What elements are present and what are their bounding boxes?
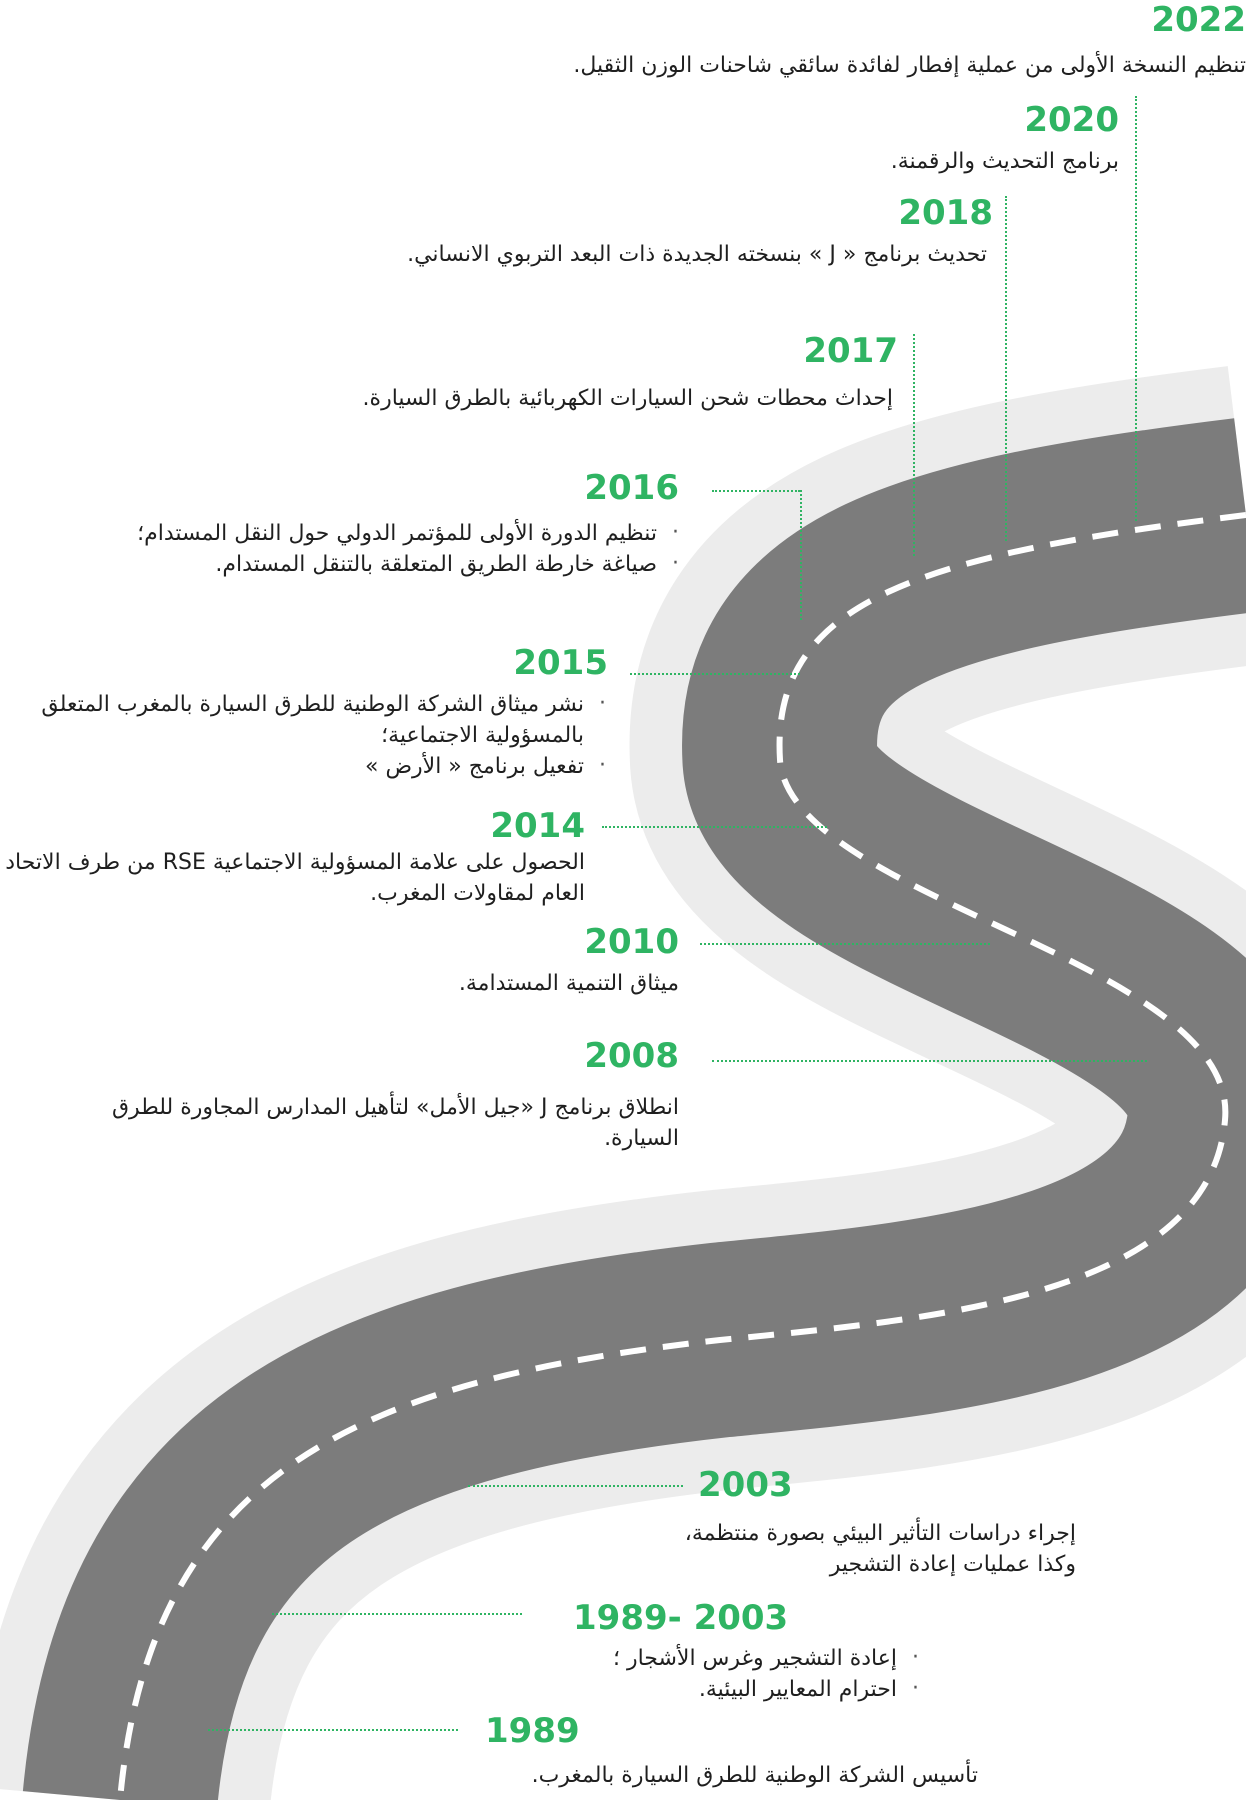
milestone-text-2022: تنظيم النسخة الأولى من عملية إفطار لفائد… bbox=[573, 53, 1246, 78]
milestone-item: نشر ميثاق الشركة الوطنية للطرق السيارة ب… bbox=[6, 688, 606, 751]
milestone-item: صياغة خارطة الطريق المتعلقة بالتنقل المس… bbox=[0, 548, 679, 580]
leader-1989 bbox=[208, 1729, 458, 1731]
milestone-item: تنظيم الدورة الأولى للمؤتمر الدولي حول ا… bbox=[0, 517, 679, 549]
milestone-text-2017: إحداث محطات شحن السيارات الكهربائية بالط… bbox=[362, 386, 893, 411]
year-2010: 2010 bbox=[584, 922, 679, 962]
year-1989: 1989 bbox=[485, 1711, 580, 1751]
leader-2015 bbox=[630, 673, 800, 675]
year-2008: 2008 bbox=[584, 1036, 679, 1076]
milestone-list-2016: تنظيم الدورة الأولى للمؤتمر الدولي حول ا… bbox=[0, 517, 679, 580]
leader-2017 bbox=[913, 334, 915, 556]
year-2014: 2014 bbox=[490, 806, 585, 846]
year-2022: 2022 bbox=[1151, 0, 1246, 40]
leader-2003 bbox=[468, 1485, 683, 1487]
milestone-item: احترام المعايير البيئية. bbox=[419, 1673, 919, 1705]
milestone-item: تفعيل برنامج « الأرض » bbox=[6, 750, 606, 782]
year-2018: 2018 bbox=[898, 193, 993, 233]
milestone-text-2008: انطلاق برنامج J «جيل الأمل» لتأهيل المدا… bbox=[111, 1095, 679, 1151]
year-2003: 2003 bbox=[698, 1465, 793, 1505]
leader-2014 bbox=[602, 826, 827, 828]
road-surface bbox=[22, 418, 1246, 1800]
milestone-text-2020: برنامج التحديث والرقمنة. bbox=[890, 149, 1119, 174]
milestone-text-2014: الحصول على علامة المسؤولية الاجتماعية RS… bbox=[5, 850, 585, 906]
year-2016: 2016 bbox=[584, 468, 679, 508]
leader-2008 bbox=[712, 1060, 1147, 1062]
leader-2016-v bbox=[800, 490, 802, 620]
milestone-list-2015: نشر ميثاق الشركة الوطنية للطرق السيارة ب… bbox=[6, 688, 606, 782]
year-2020: 2020 bbox=[1024, 100, 1119, 140]
year-2015: 2015 bbox=[513, 643, 608, 683]
milestone-list-1989-2003: إعادة التشجير وغرس الأشجار ؛ احترام المع… bbox=[419, 1642, 919, 1705]
leader-1989-2003 bbox=[272, 1613, 522, 1615]
leader-2010 bbox=[700, 943, 990, 945]
milestone-text-2003: إجراء دراسات التأثير البيئي بصورة منتظمة… bbox=[684, 1521, 1076, 1577]
year-1989-2003: 1989- 2003 bbox=[573, 1598, 789, 1638]
milestone-text-2018: تحديث برنامج « J » بنسخته الجديدة ذات ال… bbox=[407, 242, 987, 267]
milestone-text-2010: ميثاق التنمية المستدامة. bbox=[458, 971, 679, 996]
milestone-text-1989: تأسيس الشركة الوطنية للطرق السيارة بالمغ… bbox=[531, 1763, 978, 1788]
milestone-item: إعادة التشجير وغرس الأشجار ؛ bbox=[419, 1642, 919, 1674]
leader-2016-h bbox=[712, 490, 800, 492]
leader-2020 bbox=[1005, 196, 1007, 541]
leader-2022 bbox=[1135, 96, 1137, 521]
year-2017: 2017 bbox=[803, 331, 898, 371]
